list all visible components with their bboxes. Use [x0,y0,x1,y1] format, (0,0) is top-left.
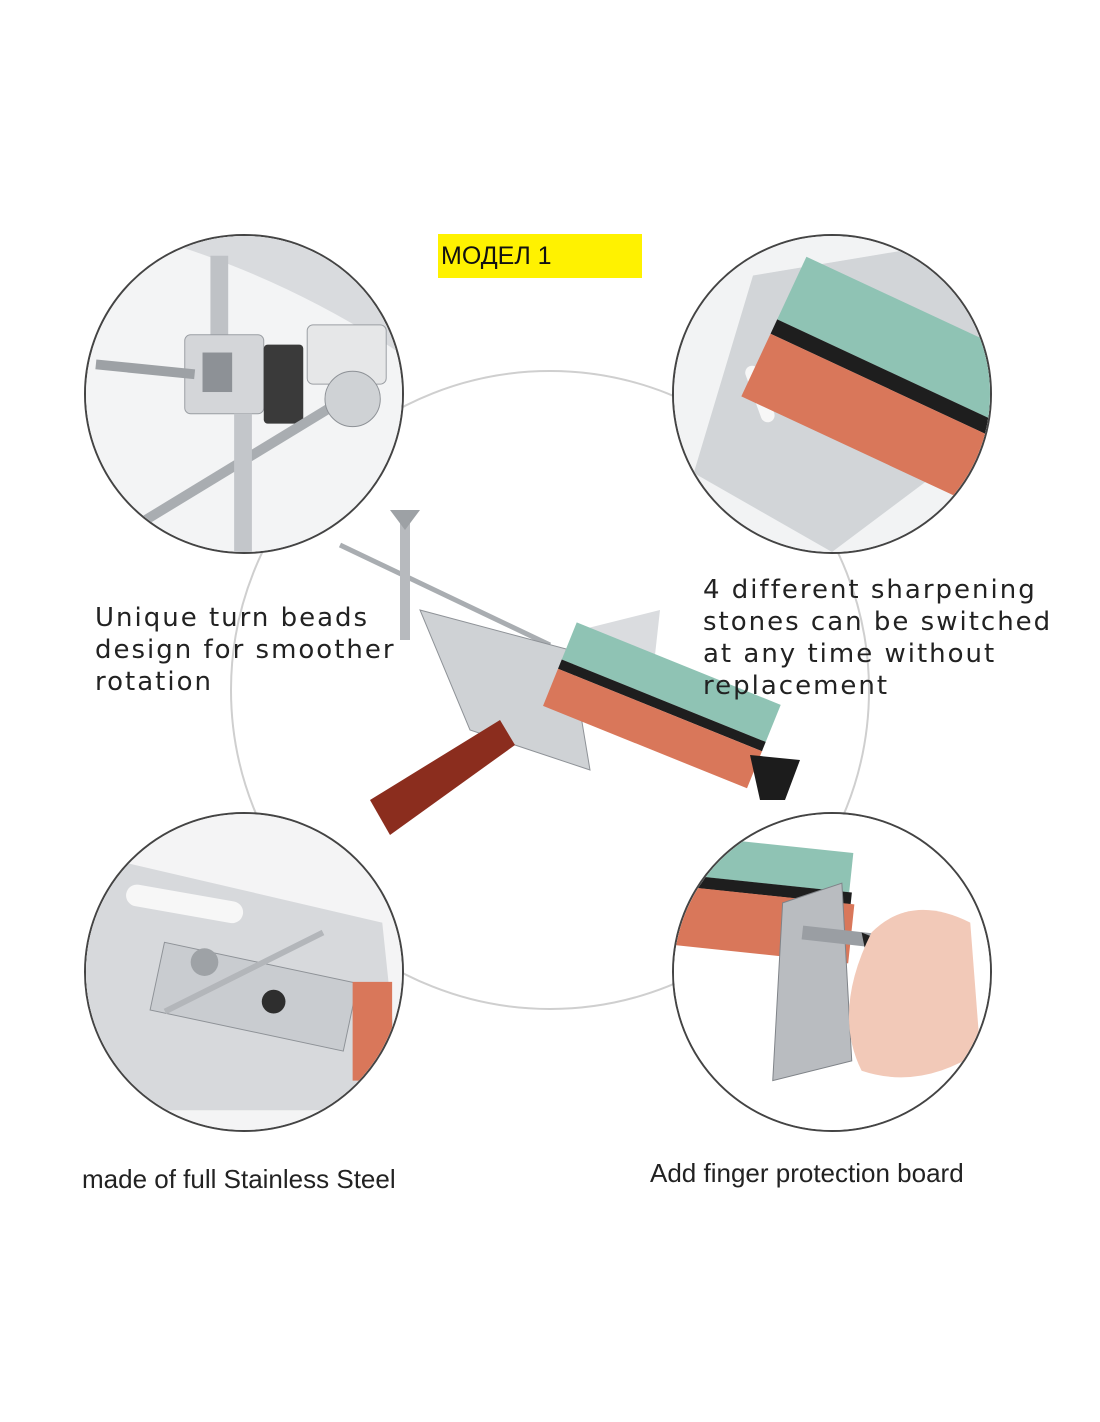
caption-line: design for smoother [95,635,396,665]
caption-line: 4 different sharpening [703,575,1037,605]
caption-line: at any time without [703,639,997,669]
caption-line: Unique turn beads [95,603,370,633]
model-badge: МОДЕЛ 1 [438,234,642,278]
feature-caption-finger-protection: Add finger protection board [650,1158,964,1188]
detail-stainless-steel-image [84,812,404,1132]
detail-turn-beads-image [84,234,404,554]
caption-line: rotation [95,667,213,697]
caption-line: stones can be switched [703,607,1053,637]
sharpener-product-image [330,500,810,860]
detail-sharpening-stone-image [672,234,992,554]
feature-caption-stainless-steel: made of full Stainless Steel [82,1164,396,1194]
detail-finger-protection-image [672,812,992,1132]
feature-caption-sharpening-stones: 4 different sharpening stones can be swi… [703,574,1063,702]
caption-line: replacement [703,671,890,701]
feature-caption-turn-beads: Unique turn beads design for smoother ro… [95,602,425,698]
product-outline-ring [230,370,870,1010]
